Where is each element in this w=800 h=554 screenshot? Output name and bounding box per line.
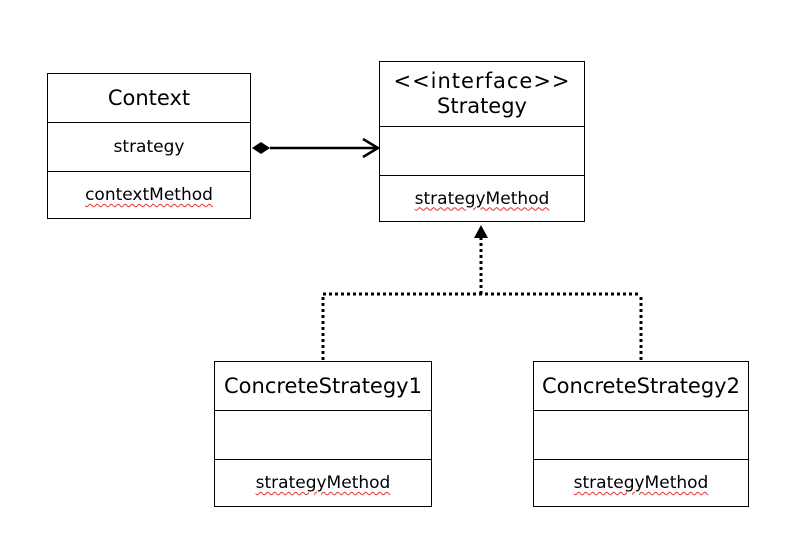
class-context-method: contextMethod: [85, 185, 213, 205]
class-context-attribute: strategy: [113, 137, 185, 157]
navigability-arrowhead: [362, 137, 381, 159]
class-concrete1-name: ConcreteStrategy1: [224, 373, 422, 398]
class-concrete-strategy-1: ConcreteStrategy1 strategyMethod: [214, 361, 432, 507]
composition-diamond: [252, 142, 270, 154]
class-strategy-methods: strategyMethod: [380, 176, 584, 221]
class-concrete2-method: strategyMethod: [573, 473, 709, 493]
class-concrete2-name-section: ConcreteStrategy2: [534, 362, 748, 411]
class-concrete1-name-section: ConcreteStrategy1: [215, 362, 431, 411]
class-concrete-strategy-2: ConcreteStrategy2 strategyMethod: [533, 361, 749, 507]
class-strategy-method: strategyMethod: [414, 188, 550, 209]
class-strategy-stereotype: <<interface>>: [393, 69, 571, 93]
class-context-name: Context: [107, 85, 191, 110]
class-strategy-attributes: [380, 127, 584, 176]
class-context-methods: contextMethod: [48, 172, 250, 218]
class-concrete1-attributes: [215, 411, 431, 460]
class-concrete2-name: ConcreteStrategy2: [542, 373, 740, 398]
class-strategy: <<interface>> Strategy strategyMethod: [379, 61, 585, 222]
class-context-attributes: strategy: [48, 123, 250, 172]
class-concrete1-method: strategyMethod: [255, 473, 391, 493]
class-strategy-name-section: <<interface>> Strategy: [380, 62, 584, 127]
realization-arrowhead: [474, 225, 488, 238]
class-context: Context strategy contextMethod: [47, 73, 251, 219]
class-concrete1-methods: strategyMethod: [215, 460, 431, 506]
class-concrete2-attributes: [534, 411, 748, 460]
class-context-name-section: Context: [48, 74, 250, 123]
class-concrete2-methods: strategyMethod: [534, 460, 748, 506]
class-strategy-name: Strategy: [437, 94, 527, 118]
